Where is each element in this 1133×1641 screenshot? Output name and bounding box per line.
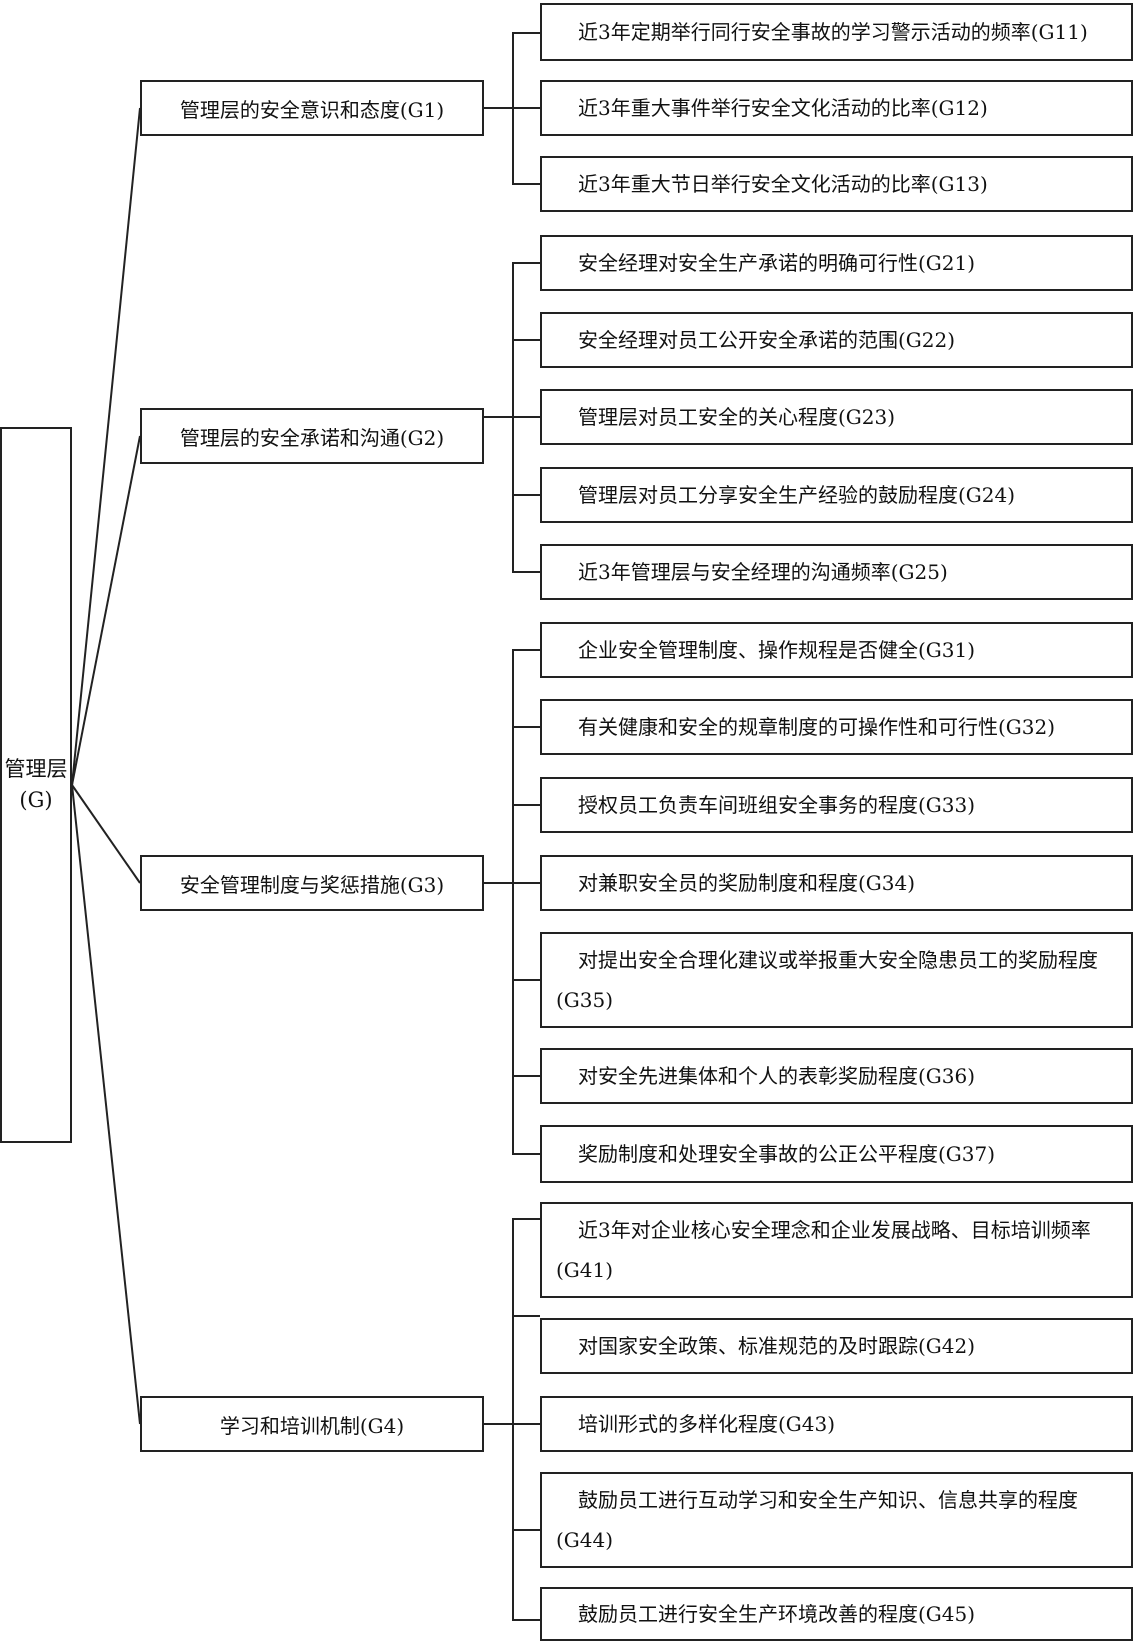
indicator-label: 授权员工负责车间班组安全事务的程度(G33) (578, 793, 976, 817)
indicator-label: 近3年定期举行同行安全事故的学习警示活动的频率(G11) (578, 20, 1088, 44)
indicator-g12: 近3年重大事件举行安全文化活动的比率(G12) (540, 80, 1133, 136)
indicator-label: 管理层对员工分享安全生产经验的鼓励程度(G24) (578, 483, 1016, 507)
indicator-g22: 安全经理对员工公开安全承诺的范围(G22) (540, 312, 1133, 368)
category-label: 管理层的安全意识和态度(G1) (179, 97, 445, 122)
indicator-g37: 奖励制度和处理安全事故的公正公平程度(G37) (540, 1125, 1133, 1183)
indicator-g32: 有关健康和安全的规章制度的可操作性和可行性(G32) (540, 699, 1133, 755)
category-g3: 安全管理制度与奖惩措施(G3) (140, 855, 484, 911)
indicator-g35: 对提出安全合理化建议或举报重大安全隐患员工的奖励程度(G35) (540, 932, 1133, 1028)
category-label: 学习和培训机制(G4) (219, 1413, 405, 1438)
indicator-label: 鼓励员工进行互动学习和安全生产知识、信息共享的程度(G44) (556, 1488, 1078, 1552)
category-g4: 学习和培训机制(G4) (140, 1396, 484, 1452)
indicator-g24: 管理层对员工分享安全生产经验的鼓励程度(G24) (540, 467, 1133, 523)
indicator-label: 对兼职安全员的奖励制度和程度(G34) (578, 871, 916, 895)
indicator-g45: 鼓励员工进行安全生产环境改善的程度(G45) (540, 1587, 1133, 1641)
indicator-g23: 管理层对员工安全的关心程度(G23) (540, 389, 1133, 445)
indicator-label: 鼓励员工进行安全生产环境改善的程度(G45) (578, 1602, 976, 1626)
indicator-g42: 对国家安全政策、标准规范的及时跟踪(G42) (540, 1318, 1133, 1374)
indicator-label: 培训形式的多样化程度(G43) (578, 1412, 836, 1436)
indicator-label: 对国家安全政策、标准规范的及时跟踪(G42) (578, 1334, 976, 1358)
indicator-label: 近3年重大事件举行安全文化活动的比率(G12) (578, 96, 988, 120)
indicator-label: 近3年对企业核心安全理念和企业发展战略、目标培训频率(G41) (556, 1218, 1091, 1282)
root-label: 管理层 (G) (4, 757, 68, 812)
indicator-g25: 近3年管理层与安全经理的沟通频率(G25) (540, 544, 1133, 600)
category-g1: 管理层的安全意识和态度(G1) (140, 80, 484, 136)
category-label: 管理层的安全承诺和沟通(G2) (179, 425, 445, 450)
indicator-label: 管理层对员工安全的关心程度(G23) (578, 405, 896, 429)
indicator-g44: 鼓励员工进行互动学习和安全生产知识、信息共享的程度(G44) (540, 1472, 1133, 1568)
indicator-g41: 近3年对企业核心安全理念和企业发展战略、目标培训频率(G41) (540, 1202, 1133, 1298)
indicator-g21: 安全经理对安全生产承诺的明确可行性(G21) (540, 235, 1133, 291)
indicator-label: 奖励制度和处理安全事故的公正公平程度(G37) (578, 1142, 996, 1166)
indicator-g34: 对兼职安全员的奖励制度和程度(G34) (540, 855, 1133, 911)
indicator-label: 企业安全管理制度、操作规程是否健全(G31) (578, 638, 976, 662)
indicator-label: 安全经理对安全生产承诺的明确可行性(G21) (578, 251, 976, 275)
indicator-g13: 近3年重大节日举行安全文化活动的比率(G13) (540, 156, 1133, 212)
indicator-label: 对提出安全合理化建议或举报重大安全隐患员工的奖励程度(G35) (556, 948, 1098, 1012)
indicator-label: 近3年重大节日举行安全文化活动的比率(G13) (578, 172, 988, 196)
indicator-label: 近3年管理层与安全经理的沟通频率(G25) (578, 560, 948, 584)
category-label: 安全管理制度与奖惩措施(G3) (179, 872, 445, 897)
indicator-label: 有关健康和安全的规章制度的可操作性和可行性(G32) (578, 715, 1056, 739)
indicator-label: 对安全先进集体和个人的表彰奖励程度(G36) (578, 1064, 976, 1088)
category-g2: 管理层的安全承诺和沟通(G2) (140, 408, 484, 464)
root-node: 管理层 (G) (0, 427, 72, 1143)
indicator-label: 安全经理对员工公开安全承诺的范围(G22) (578, 328, 956, 352)
indicator-g11: 近3年定期举行同行安全事故的学习警示活动的频率(G11) (540, 3, 1133, 61)
indicator-g43: 培训形式的多样化程度(G43) (540, 1396, 1133, 1452)
indicator-g31: 企业安全管理制度、操作规程是否健全(G31) (540, 622, 1133, 678)
indicator-g36: 对安全先进集体和个人的表彰奖励程度(G36) (540, 1048, 1133, 1104)
indicator-g33: 授权员工负责车间班组安全事务的程度(G33) (540, 777, 1133, 833)
